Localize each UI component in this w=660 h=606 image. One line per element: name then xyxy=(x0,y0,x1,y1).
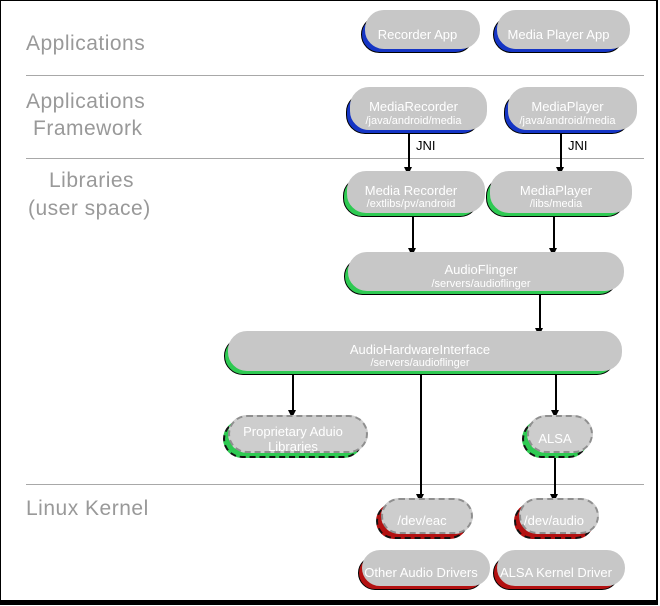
node-alsa: ALSA xyxy=(522,420,588,458)
node-audiohardwareinterface: AudioHardwareInterface /servers/audiofli… xyxy=(224,337,616,375)
connector-ahi-alsa xyxy=(555,375,557,410)
arrowhead-ahi-proprietary xyxy=(288,410,296,418)
node-label: Media Recorder xyxy=(364,182,458,198)
connector-alsa-dev-audio xyxy=(554,458,556,494)
node-path: /extlibs/pv/android xyxy=(366,198,456,211)
node-dev-audio: /dev/audio xyxy=(514,503,594,539)
jni-label-right: JNI xyxy=(568,138,588,153)
layer-label-libraries-line1: Libraries xyxy=(49,169,135,192)
node-label: AudioFlinger xyxy=(444,262,518,278)
node-media-player-app: Media Player App xyxy=(493,16,624,53)
node-label: ALSA xyxy=(538,431,572,447)
layer-label-libraries-line2: (user space) xyxy=(28,197,151,220)
node-other-audio-drivers: Other Audio Drivers xyxy=(358,556,484,590)
node-path: /servers/audioflinger xyxy=(370,357,470,370)
node-label: MediaRecorder xyxy=(369,99,458,115)
layer-label-framework-line1: Applications xyxy=(26,90,146,113)
node-media-recorder-lib: Media Recorder /extlibs/pv/android xyxy=(343,177,479,217)
node-label: MediaPlayer xyxy=(531,99,604,115)
connector-ahi-dev-eac xyxy=(420,375,422,494)
divider-applications xyxy=(26,75,644,76)
node-mediarecorder-framework: MediaRecorder /java/android/media xyxy=(346,93,481,134)
node-path: /libs/media xyxy=(529,198,583,211)
node-dev-eac: /dev/eac xyxy=(376,503,468,539)
node-label: Other Audio Drivers xyxy=(364,565,478,581)
node-label: /dev/audio xyxy=(524,513,584,529)
node-label: Recorder App xyxy=(377,26,458,42)
divider-framework xyxy=(26,158,644,159)
jni-label-left: JNI xyxy=(416,138,436,153)
connector-mediaplayer-audioflinger xyxy=(553,217,555,248)
node-label: Media Player App xyxy=(507,26,610,42)
node-recorder-app: Recorder App xyxy=(361,16,474,53)
layer-label-linux-kernel: Linux Kernel xyxy=(26,497,149,520)
node-label: MediaPlayer xyxy=(519,182,593,198)
connector-mediaplayer-jni xyxy=(560,134,562,167)
layer-label-framework-line2: Framework xyxy=(33,117,143,140)
node-label: AudioHardwareInterface xyxy=(349,341,491,357)
node-path: /java/android/media xyxy=(519,114,616,127)
connector-mediarecorder-audioflinger xyxy=(412,217,414,248)
arrowhead-ahi-alsa xyxy=(551,410,559,418)
node-label-line2: Libraries xyxy=(268,439,318,454)
connector-mediarecorder-jni xyxy=(408,134,410,167)
node-label: Proprietary Aduio xyxy=(243,423,343,439)
connector-audioflinger-ahi xyxy=(539,295,541,328)
connector-ahi-proprietary xyxy=(292,375,294,410)
layer-label-applications: Applications xyxy=(26,32,146,55)
node-label: /dev/eac xyxy=(397,513,447,529)
node-proprietary-audio-libraries: Proprietary Aduio Libraries xyxy=(223,420,363,458)
node-path: /java/android/media xyxy=(365,114,462,127)
node-mediaplayer-framework: MediaPlayer /java/android/media xyxy=(504,93,631,134)
node-alsa-kernel-driver: ALSA Kernel Driver xyxy=(493,556,619,590)
node-path: /servers/audioflinger xyxy=(431,277,531,290)
node-audioflinger: AudioFlinger /servers/audioflinger xyxy=(344,258,618,295)
node-mediaplayer-lib: MediaPlayer /libs/media xyxy=(486,177,626,217)
divider-kernel xyxy=(26,484,644,485)
node-label: ALSA Kernel Driver xyxy=(500,565,612,581)
